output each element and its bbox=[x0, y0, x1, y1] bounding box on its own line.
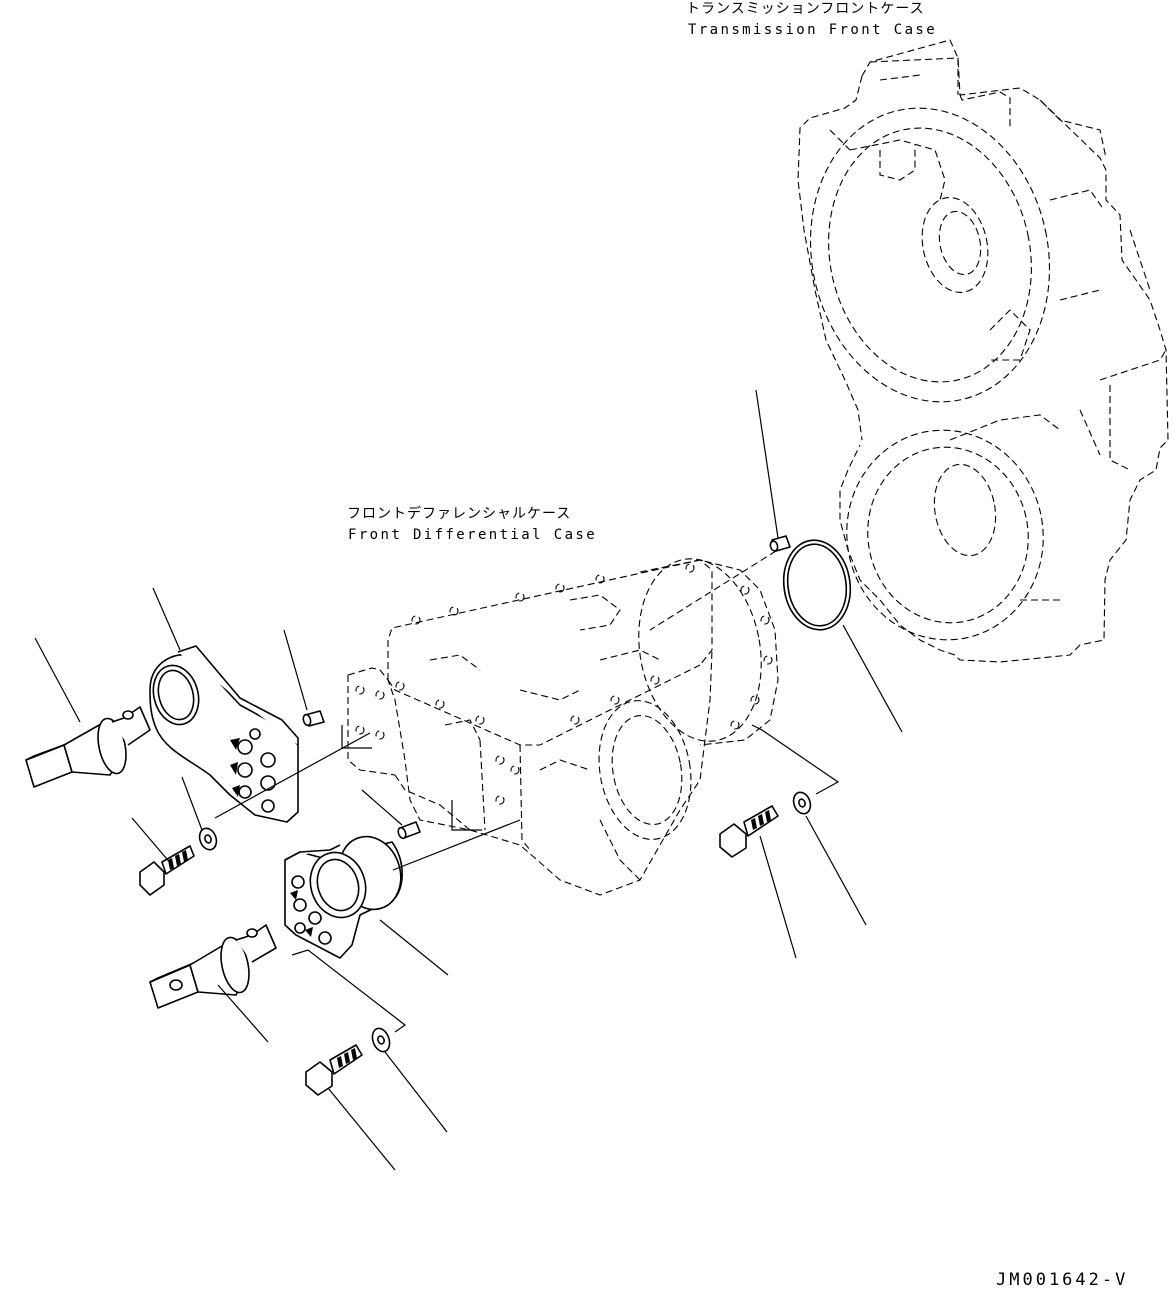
lower-reference-lines bbox=[291, 949, 407, 1033]
bolt-upper-left bbox=[131, 817, 195, 896]
washer-right bbox=[792, 791, 867, 926]
dowel-pin-upper-right bbox=[649, 389, 791, 631]
front-differential-case bbox=[341, 558, 779, 896]
right-reference-lines bbox=[751, 724, 840, 795]
upper-mount-bracket bbox=[149, 587, 371, 823]
dowel-pin-lower bbox=[361, 789, 421, 840]
front-differential-case-label-jp: フロントデファレンシャルケース bbox=[347, 506, 572, 522]
bolt-lower bbox=[305, 1044, 396, 1171]
drawing-code: JM001642-V bbox=[996, 1270, 1129, 1290]
transmission-front-case bbox=[797, 39, 1169, 663]
dowel-pin-upper-left bbox=[283, 629, 325, 727]
transmission-front-case-label-jp: トランスミッションフロントケース bbox=[686, 1, 925, 17]
washer-upper-left bbox=[181, 776, 218, 851]
lower-mount-bracket bbox=[284, 819, 521, 976]
transmission-front-case-label-en: Transmission Front Case bbox=[688, 22, 938, 38]
o-ring bbox=[782, 539, 903, 733]
washer-lower bbox=[371, 1027, 448, 1133]
bolt-right bbox=[719, 805, 797, 959]
front-differential-case-label-en: Front Differential Case bbox=[348, 527, 598, 543]
lower-mount-pin bbox=[149, 924, 277, 1043]
upper-mount-pin bbox=[25, 637, 151, 788]
